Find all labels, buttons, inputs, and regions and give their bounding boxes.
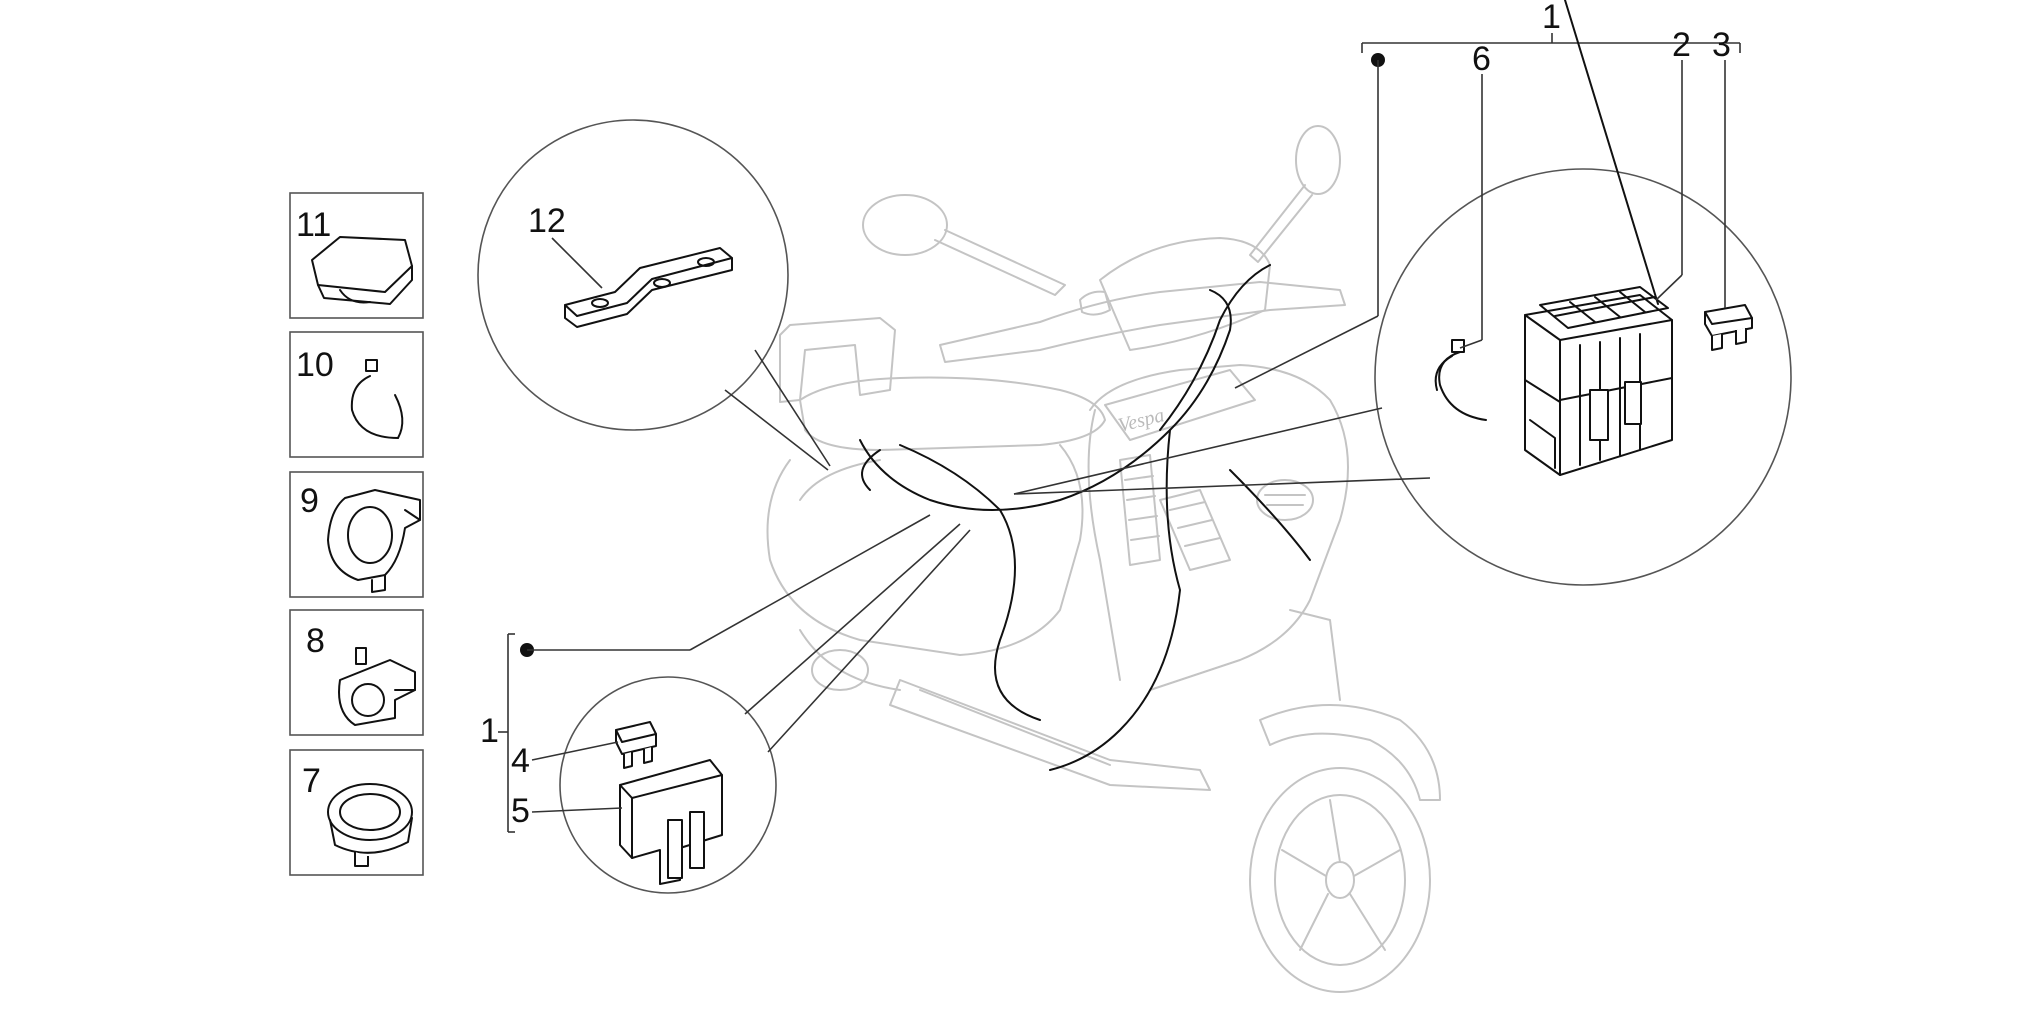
bracket-plate-icon	[564, 247, 733, 328]
callout-4: 4	[511, 742, 530, 780]
callout-left-1: 1	[480, 712, 499, 750]
seat	[799, 376, 1106, 451]
floorboard	[889, 679, 1211, 791]
parts-column: 11 10 9	[289, 192, 424, 876]
callout-2: 2	[1672, 26, 1691, 64]
bracket-detail: 12	[477, 119, 831, 471]
headset	[1099, 237, 1271, 351]
part-label-11: 11	[296, 206, 331, 244]
fuse-box-detail: 6 2	[1013, 0, 1792, 586]
callout-3: 3	[1712, 26, 1731, 64]
horn-grille	[1119, 454, 1161, 566]
throttle-body	[1079, 290, 1111, 316]
left-mirror	[862, 194, 948, 256]
part-box-11: 11	[289, 192, 424, 319]
side-vent	[1159, 489, 1231, 571]
handlebar	[939, 281, 1346, 363]
fuse-holder-icon	[619, 759, 723, 885]
callout-6: 6	[1472, 40, 1491, 78]
part-label-7: 7	[302, 762, 321, 800]
top-assembly-bracket: 1	[1234, 0, 1741, 389]
cable-tie-icon-small	[350, 359, 404, 439]
right-mirror-stem	[1249, 184, 1313, 263]
front-wheel	[1249, 767, 1431, 993]
round-vent	[1256, 479, 1314, 521]
left-mirror-stem	[934, 229, 1066, 296]
part-box-8: 8	[289, 609, 424, 736]
part-box-9: 9	[289, 471, 424, 598]
cable-holder-icon	[338, 647, 416, 726]
part-box-10: 10	[289, 331, 424, 458]
callout-5: 5	[511, 792, 530, 830]
cable-clamp-icon	[327, 489, 421, 593]
rear-hub	[811, 649, 869, 691]
leg-shield	[1089, 364, 1349, 691]
rear-body	[766, 444, 1084, 656]
leg-shield-inner	[1087, 409, 1121, 681]
fuse-holder-detail: 1 4 5	[480, 514, 971, 894]
fuse-box-icon	[1524, 0, 1673, 476]
callout-12: 12	[528, 202, 566, 240]
band-clamp-icon	[327, 783, 413, 867]
rear-body-crease	[799, 459, 881, 501]
wiring-harness	[859, 264, 1311, 771]
front-fender	[1259, 704, 1441, 801]
rear-rack	[779, 317, 896, 403]
fuse-icon	[1704, 304, 1753, 351]
scooter-logo: Vespa	[1116, 404, 1167, 437]
part-label-10: 10	[296, 346, 334, 384]
right-mirror	[1295, 125, 1341, 195]
logo-panel	[1104, 369, 1256, 441]
scooter-outline	[766, 125, 1441, 993]
part-label-8: 8	[306, 622, 325, 660]
part-label-9: 9	[300, 482, 319, 520]
clip-icon	[311, 236, 413, 305]
part-box-7: 7	[289, 749, 424, 876]
callout-top-1: 1	[1542, 0, 1561, 36]
